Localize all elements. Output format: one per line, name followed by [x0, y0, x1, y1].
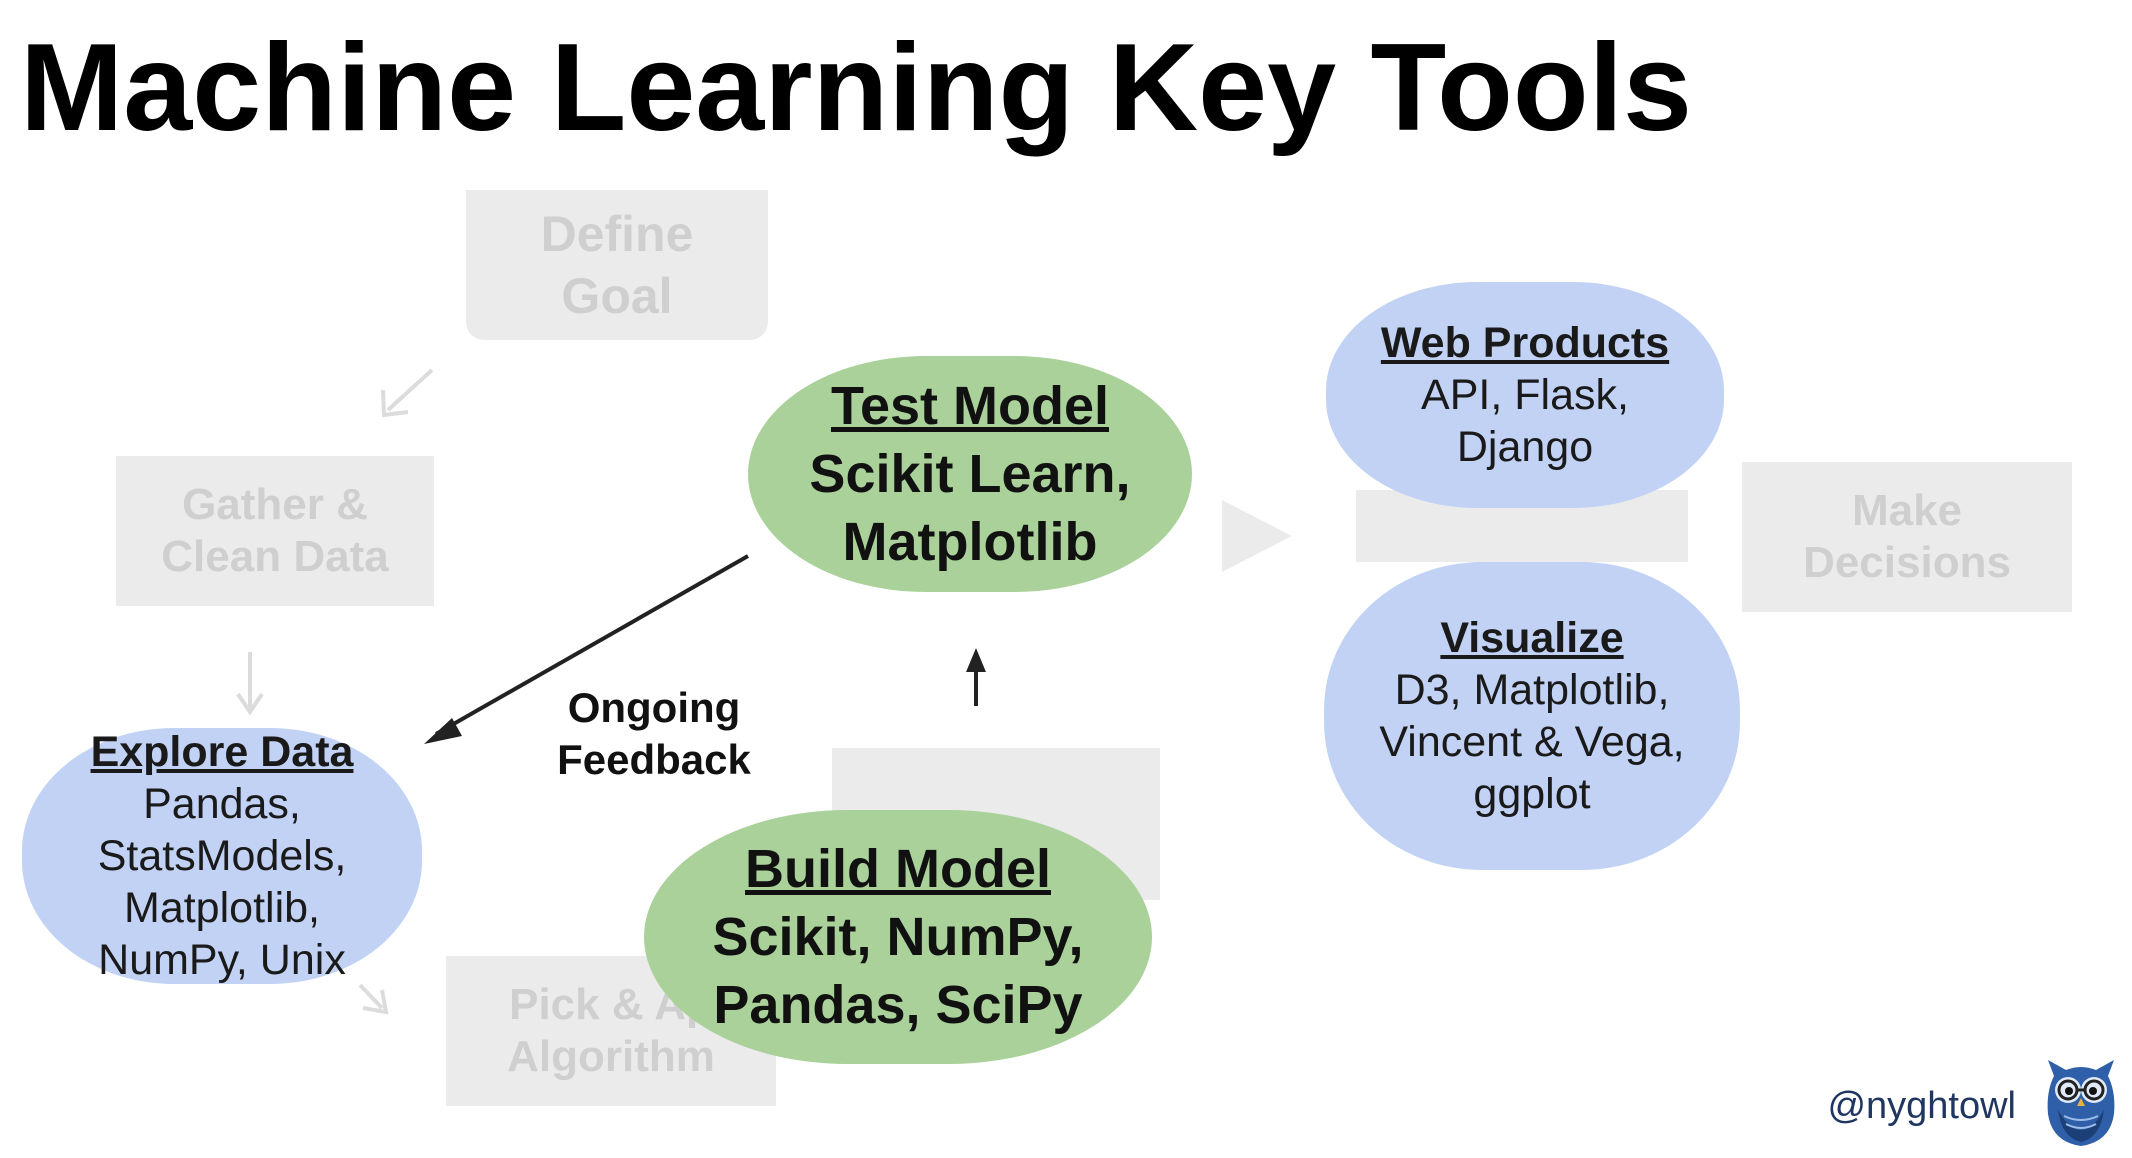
node-build-model: Build Model Scikit, NumPy, Pandas, SciPy [644, 810, 1152, 1064]
node-explore-data: Explore Data Pandas, StatsModels, Matplo… [22, 728, 422, 984]
faded-step-define-goal-line1: Define [540, 206, 694, 262]
page-title: Machine Learning Key Tools [20, 19, 1693, 157]
node-explore-data-line: Matplotlib, [124, 884, 320, 932]
node-test-model-line: Scikit Learn, [809, 444, 1131, 504]
node-web-products-heading: Web Products [1380, 319, 1670, 367]
node-explore-data-heading: Explore Data [90, 728, 354, 776]
owl-icon [2047, 1060, 2115, 1146]
node-explore-data-line: Pandas, [143, 780, 301, 828]
node-visualize-line: Vincent & Vega, [1379, 718, 1685, 766]
node-visualize: Visualize D3, Matplotlib, Vincent & Vega… [1324, 562, 1740, 870]
node-explore-data-line: NumPy, Unix [98, 936, 346, 984]
faded-step-gather-clean: Gather & Clean Data [116, 456, 434, 606]
faded-step-make-decisions-line2: Decisions [1803, 538, 2011, 587]
node-visualize-heading: Visualize [1440, 614, 1624, 662]
build-to-test-arrow [966, 648, 986, 706]
node-test-model-heading: Test Model [830, 376, 1109, 436]
author-handle: @nyghtowl [1827, 1085, 2016, 1127]
node-web-products-line: API, Flask, [1421, 371, 1629, 419]
feedback-arrow [424, 554, 749, 744]
faded-step-make-decisions-line1: Make [1851, 486, 1963, 535]
node-build-model-line: Scikit, NumPy, [712, 907, 1084, 967]
node-build-model-line: Pandas, SciPy [713, 975, 1083, 1035]
node-web-products: Web Products API, Flask, Django [1326, 282, 1724, 508]
node-visualize-line: D3, Matplotlib, [1394, 666, 1670, 714]
faded-step-define-goal-line2: Goal [561, 268, 673, 324]
node-test-model: Test Model Scikit Learn, Matplotlib [748, 356, 1192, 592]
faded-step-make-decisions: Make Decisions [1742, 462, 2072, 612]
node-visualize-line: ggplot [1473, 770, 1591, 818]
feedback-label-line: Feedback [557, 736, 751, 783]
node-explore-data-line: StatsModels, [97, 832, 347, 880]
faded-arrow-define-to-gather [381, 368, 434, 418]
faded-arrow-gather-to-explore [236, 652, 264, 716]
faded-step-define-goal: Define Goal [466, 190, 768, 340]
feedback-label-line: Ongoing [567, 684, 741, 731]
faded-step-gather-clean-line2: Clean Data [161, 532, 389, 581]
faded-arrow-right [1222, 500, 1292, 572]
faded-arrow-explore-to-pick [358, 983, 389, 1015]
node-web-products-line: Django [1456, 423, 1594, 471]
faded-step-gather-clean-line1: Gather & [182, 480, 368, 529]
feedback-label: Ongoing Feedback [548, 682, 760, 786]
faded-step-pick-apply-line2: Algorithm [507, 1032, 715, 1081]
node-test-model-line: Matplotlib [842, 512, 1098, 572]
node-build-model-heading: Build Model [745, 839, 1051, 899]
